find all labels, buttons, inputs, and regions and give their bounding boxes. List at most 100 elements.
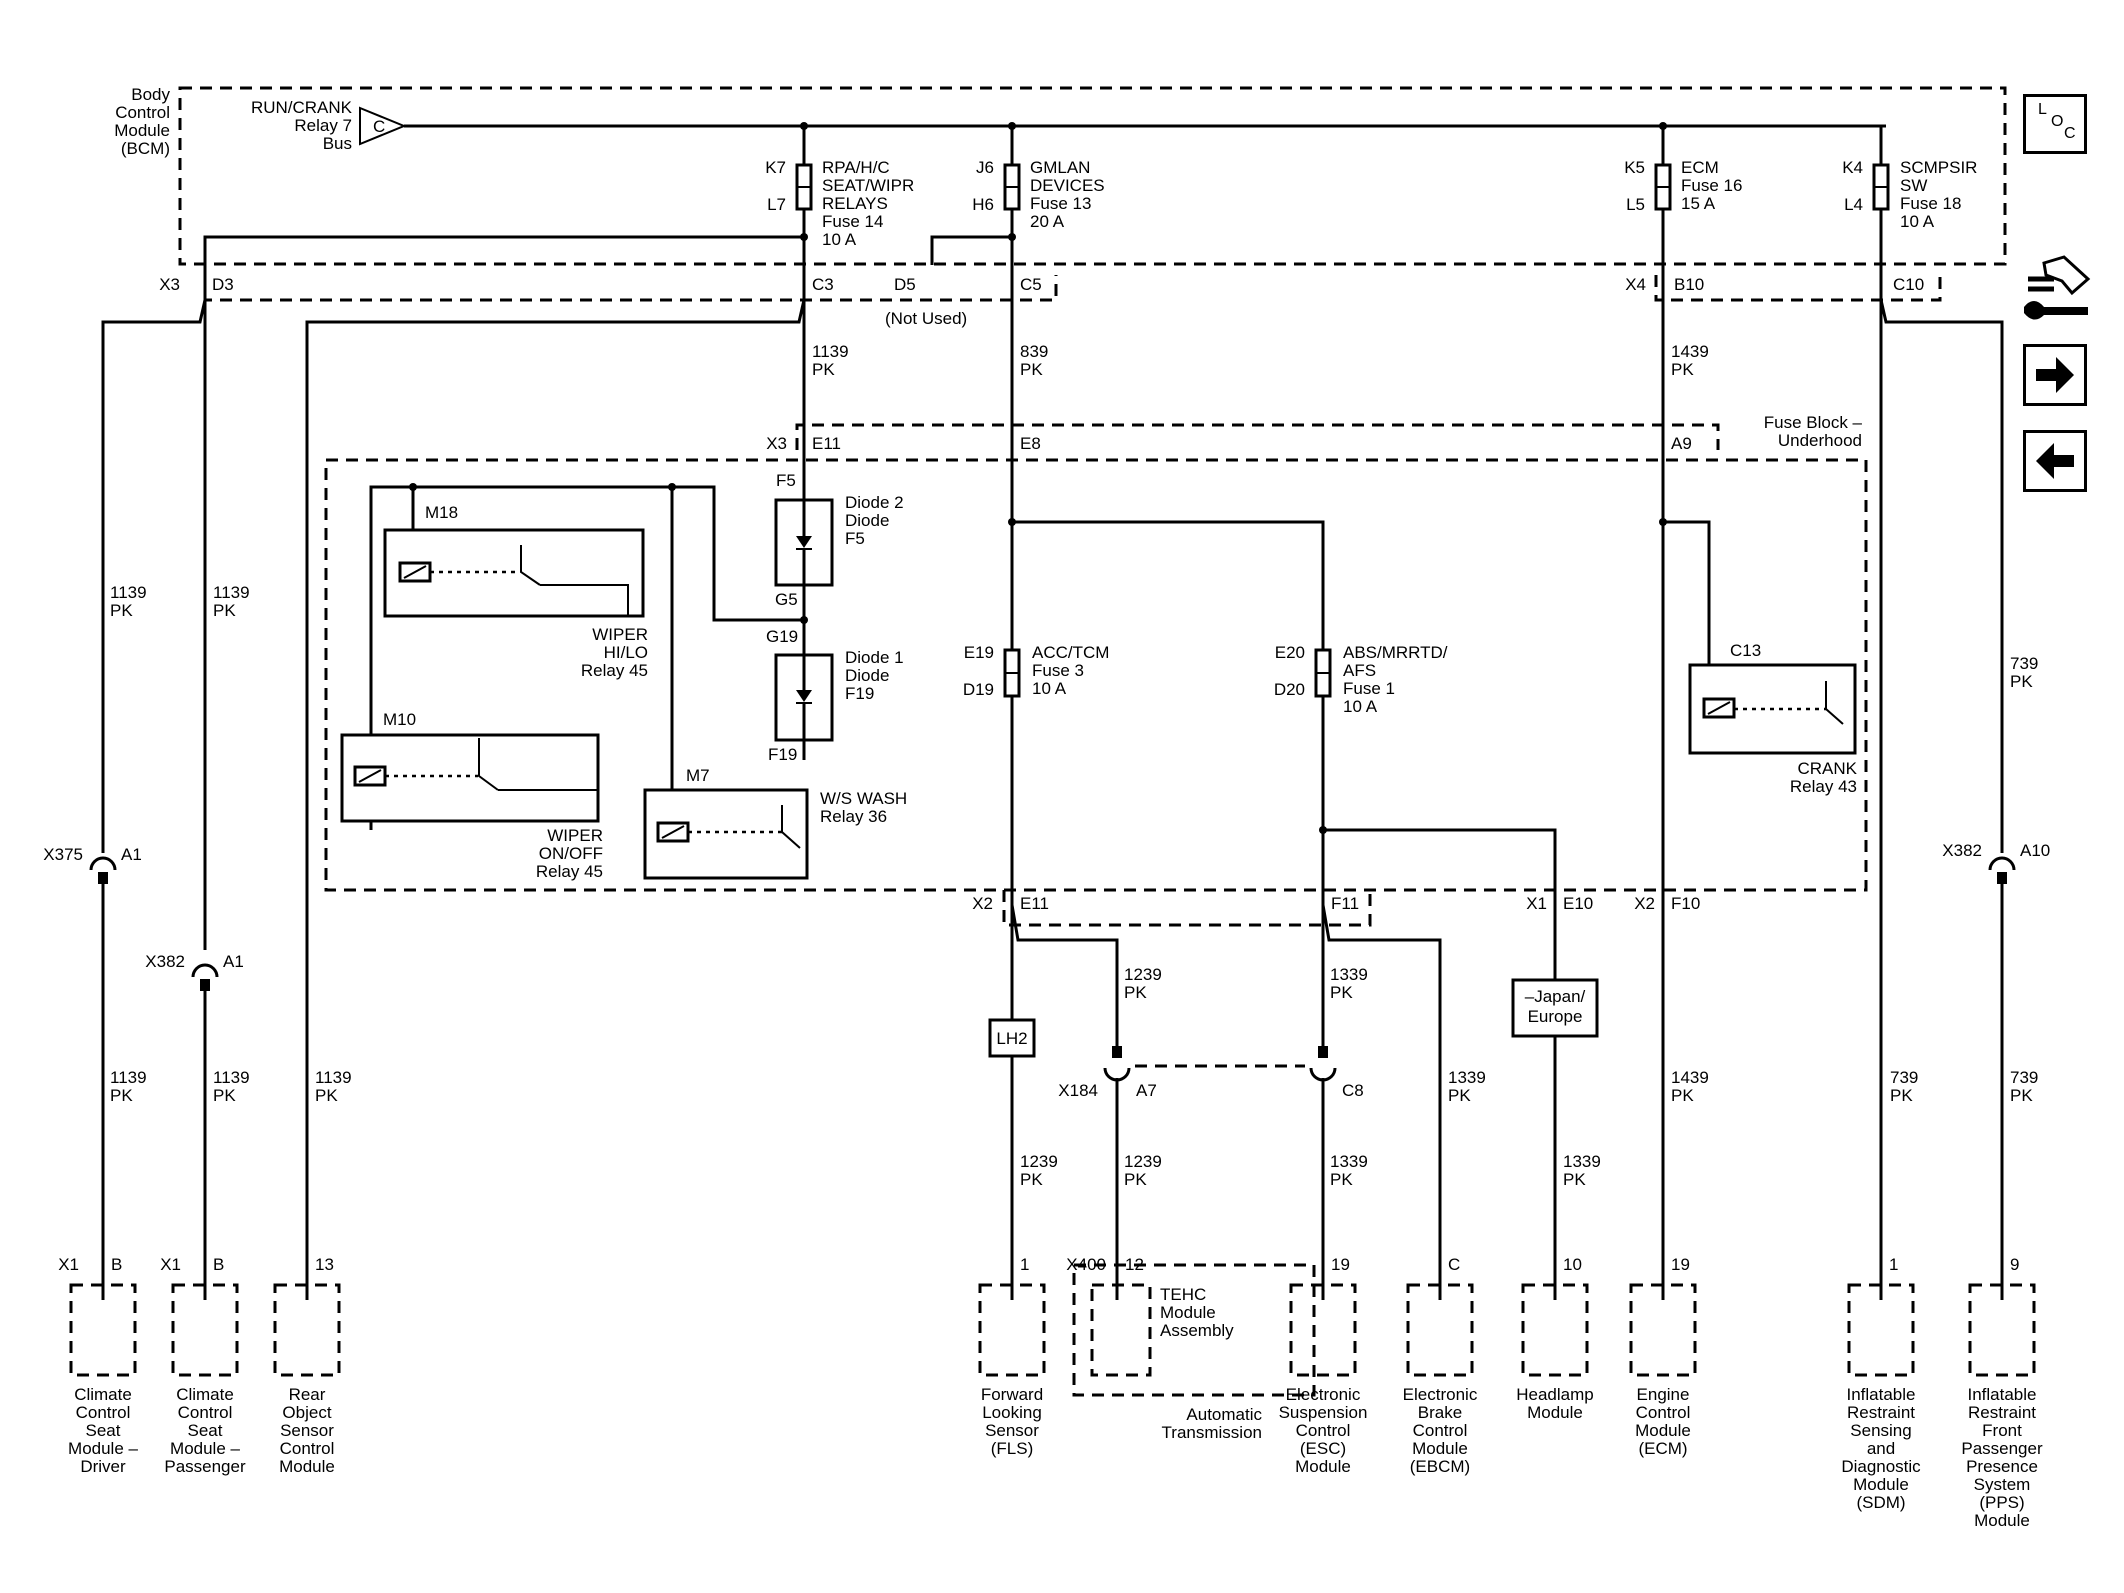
x184-label: X184 xyxy=(1058,1081,1098,1100)
fb-x2-right: X2 xyxy=(1634,894,1655,913)
module-4-sub-1: Transmission xyxy=(1162,1423,1262,1442)
diode-2-label-1: Diode 2 xyxy=(845,493,904,512)
module-6-name-2: Control xyxy=(1413,1421,1468,1440)
bcm-conn-x3: X3 xyxy=(159,275,180,294)
module-6-pin: C xyxy=(1448,1255,1460,1274)
fuse-16-line-1: ECM xyxy=(1681,158,1719,177)
connector-tools-icon[interactable] xyxy=(2022,255,2094,325)
wire-1139-e-color: PK xyxy=(315,1086,338,1105)
fuse-3-line-2: Fuse 3 xyxy=(1032,661,1084,680)
module-4-name-1: Module xyxy=(1160,1303,1216,1322)
fuse-13-line-3: Fuse 13 xyxy=(1030,194,1091,213)
fuse-1-top-pin: E20 xyxy=(1275,643,1305,662)
bus-triangle-letter: C xyxy=(373,117,385,136)
module-9-name-5: Module xyxy=(1853,1475,1909,1494)
module-10: 9InflatableRestraintFrontPassengerPresen… xyxy=(1961,1255,2043,1530)
fuse-18-line-3: Fuse 18 xyxy=(1900,194,1961,213)
wire-1439-top-color: PK xyxy=(1671,360,1694,379)
diode-1-pin-f19: F19 xyxy=(768,745,797,764)
wire-839-color: PK xyxy=(1020,360,1043,379)
bcm-pin-d3: D3 xyxy=(212,275,234,294)
bcm-label-2: Control xyxy=(115,103,170,122)
module-5-name-3: (ESC) xyxy=(1300,1439,1346,1458)
loc-letter-o: O xyxy=(2051,113,2064,130)
fuse-block-a9: A9 xyxy=(1671,434,1692,453)
diode-2-label-2: Diode xyxy=(845,511,889,530)
relay-wiper-hilo: M18 WIPER HI/LO Relay 45 xyxy=(383,503,648,680)
fuse-block-e8: E8 xyxy=(1020,434,1041,453)
fuse-14-top-pin: K7 xyxy=(765,158,786,177)
diode-1-label-2: Diode xyxy=(845,666,889,685)
fuse-3-bottom-pin: D19 xyxy=(963,680,994,699)
module-4-connector: X400 xyxy=(1066,1255,1106,1274)
fuse-block-title-1: Fuse Block – xyxy=(1764,413,1863,432)
module-8-name-2: Module xyxy=(1635,1421,1691,1440)
fuse-13-line-1: GMLAN xyxy=(1030,158,1090,177)
wire-739-b-color: PK xyxy=(1890,1086,1913,1105)
fb-x2-left: X2 xyxy=(972,894,993,913)
wire-1339-a: 1339 xyxy=(1330,965,1368,984)
module-10-name-5: System xyxy=(1974,1475,2031,1494)
fuse-18-line-1: SCMPSIR xyxy=(1900,158,1977,177)
module-0-name-3: Module – xyxy=(68,1439,138,1458)
module-9-name-6: (SDM) xyxy=(1856,1493,1905,1512)
module-1-name-1: Control xyxy=(178,1403,233,1422)
module-10-name-6: (PPS) xyxy=(1979,1493,2024,1512)
lower-wiring xyxy=(101,883,2004,1300)
fuse-3: E19 D19 ACC/TCM Fuse 3 10 A xyxy=(963,643,1110,699)
module-3-name-3: (FLS) xyxy=(991,1439,1034,1458)
back-arrow-button[interactable] xyxy=(2023,430,2087,492)
connector-x375: X375 A1 xyxy=(43,845,142,884)
not-used-label: (Not Used) xyxy=(885,309,967,328)
module-10-name-7: Module xyxy=(1974,1511,2030,1530)
wire-1139-b-color: PK xyxy=(213,601,236,620)
fuse-3-line-3: 10 A xyxy=(1032,679,1067,698)
loc-letter-c: C xyxy=(2064,125,2076,142)
module-1-name-3: Module – xyxy=(170,1439,240,1458)
wire-739-c: 739 xyxy=(2010,1068,2038,1087)
wire-1139-e: 1139 xyxy=(315,1068,352,1087)
forward-arrow-button[interactable] xyxy=(2023,344,2087,406)
module-5-name-1: Suspension xyxy=(1279,1403,1368,1422)
fb-pin-e10: E10 xyxy=(1563,894,1593,913)
location-icon[interactable]: L O C xyxy=(2023,94,2087,154)
fuse-18-top-pin: K4 xyxy=(1842,158,1863,177)
wire-1239-b-color: PK xyxy=(1020,1170,1043,1189)
fuse-18-line-2: SW xyxy=(1900,176,1927,195)
bcm-output-wires xyxy=(101,299,2004,1300)
wire-1339-b: 1339 xyxy=(1448,1068,1486,1087)
bus-triangle-icon xyxy=(359,106,407,146)
wire-1439-b: 1439 xyxy=(1671,1068,1709,1087)
bcm-label-4: (BCM) xyxy=(121,139,170,158)
fuse-1-line-3: Fuse 1 xyxy=(1343,679,1395,698)
module-10-name-1: Restraint xyxy=(1968,1403,2036,1422)
module-2-name-1: Object xyxy=(282,1403,331,1422)
x184-pin-c8: C8 xyxy=(1342,1081,1364,1100)
module-3-pin: 1 xyxy=(1020,1255,1029,1274)
module-4-name-2: Assembly xyxy=(1160,1321,1234,1340)
fuse-block-e11: E11 xyxy=(812,434,841,453)
module-7-pin: 10 xyxy=(1563,1255,1582,1274)
module-9-name-1: Restraint xyxy=(1847,1403,1915,1422)
fuse-1-line-2: AFS xyxy=(1343,661,1376,680)
fuse-block-x3: X3 xyxy=(766,434,787,453)
wire-1339-c-color: PK xyxy=(1330,1170,1353,1189)
x382-right-pin: A10 xyxy=(2020,841,2050,860)
wire-1139-c-color: PK xyxy=(110,1086,133,1105)
relay-ws-wash: M7 W/S WASH Relay 36 xyxy=(643,766,907,880)
module-9-name-3: and xyxy=(1867,1439,1895,1458)
relay-wash-label-2: Relay 36 xyxy=(820,807,887,826)
option-japan-europe: –Japan/ Europe xyxy=(1511,978,1599,1038)
module-10-name-2: Front xyxy=(1982,1421,2022,1440)
module-10-name-0: Inflatable xyxy=(1968,1385,2037,1404)
module-1-name-4: Passenger xyxy=(164,1457,246,1476)
module-10-name-4: Presence xyxy=(1966,1457,2038,1476)
connector-x382-right: X382 A10 xyxy=(1942,841,2050,884)
wire-1339-c: 1339 xyxy=(1330,1152,1368,1171)
wire-1139-d: 1139 xyxy=(213,1068,250,1087)
fuse-13-line-4: 20 A xyxy=(1030,212,1065,231)
wire-1139-top-color: PK xyxy=(812,360,835,379)
